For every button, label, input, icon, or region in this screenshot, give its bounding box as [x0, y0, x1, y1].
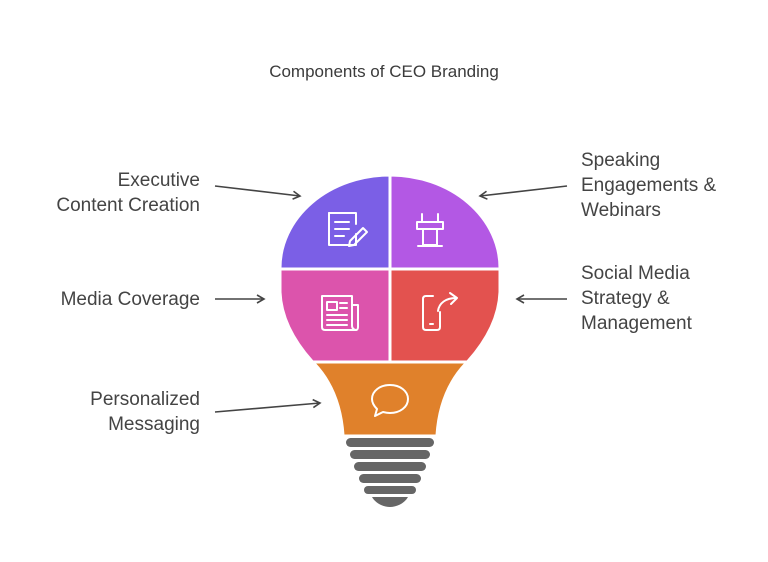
arrow-executive-content	[214, 185, 302, 200]
label-line: Executive	[117, 170, 200, 191]
newspaper-icon	[321, 295, 359, 331]
base-ring	[350, 450, 430, 459]
document-pen-icon	[328, 212, 368, 247]
base-ring	[359, 474, 421, 483]
label-line: Media Coverage	[60, 289, 200, 310]
arrow-personalized-messaging	[214, 398, 322, 413]
label-line: Messaging	[108, 414, 200, 435]
label-line: Social Media	[581, 263, 690, 284]
speech-bubble-icon	[371, 384, 409, 417]
label-social-media-strategy: Social Media Strategy & Management	[581, 261, 692, 336]
podium-icon	[416, 213, 444, 247]
label-line: Engagements &	[581, 175, 717, 196]
base-ring	[346, 438, 434, 447]
label-media-coverage: Media Coverage	[61, 287, 200, 312]
label-line: Webinars	[581, 200, 661, 221]
label-line: Speaking	[581, 150, 661, 171]
bulb-base	[346, 438, 434, 507]
segment-personalized-messaging	[313, 362, 467, 436]
phone-share-icon	[422, 292, 458, 331]
label-line: Strategy &	[581, 288, 670, 309]
base-ring	[354, 462, 426, 471]
segment-social-media	[390, 269, 500, 362]
label-line: Personalized	[90, 389, 200, 410]
label-personalized-messaging: Personalized Messaging	[90, 387, 200, 437]
label-line: Management	[581, 313, 692, 334]
title: Components of CEO Branding	[269, 62, 499, 81]
base-tip	[372, 497, 408, 507]
label-speaking-engagements: Speaking Engagements & Webinars	[581, 148, 716, 223]
segment-speaking-engagements	[390, 175, 500, 269]
label-line: Content Creation	[56, 195, 200, 216]
base-ring	[364, 486, 416, 494]
label-executive-content-creation: Executive Content Creation	[56, 168, 200, 218]
arrow-speaking-engagements	[478, 185, 568, 200]
